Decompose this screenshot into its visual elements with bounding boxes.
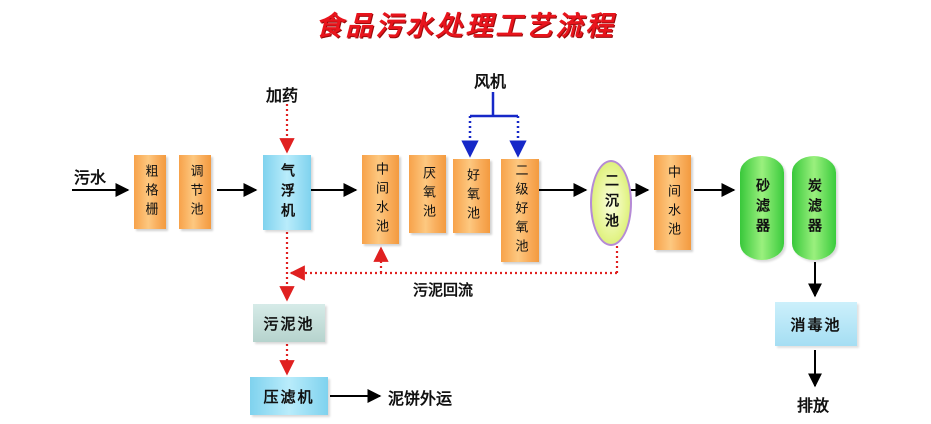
sludge-return-label: 污泥回流 — [413, 281, 474, 299]
anoxic-tank-label: 厌氧池 — [420, 165, 435, 223]
diagram-title: 食品污水处理工艺流程 — [315, 11, 616, 42]
carbon-filter: 炭滤器 — [792, 156, 836, 260]
carbon-filter-label: 炭滤器 — [806, 178, 822, 238]
intermediate-tank-2: 中间水池 — [654, 155, 691, 250]
aerobic-tank: 好氧池 — [453, 159, 490, 233]
intermediate-tank-2-label: 中间水池 — [665, 164, 680, 241]
secondary-clarifier-label: 二沉池 — [603, 173, 619, 233]
secondary-aerobic-tank: 二级好氧池 — [501, 159, 539, 262]
secondary-aerobic-tank-label: 二级好氧池 — [512, 163, 528, 258]
disinfection-tank-label: 消毒池 — [790, 315, 842, 334]
discharge-label: 排放 — [797, 396, 830, 415]
filter-press: 压滤机 — [250, 377, 328, 415]
intermediate-tank-1-label: 中间水池 — [373, 161, 388, 238]
equalization-tank-label: 调节池 — [187, 163, 203, 221]
wastewater-inlet-label: 污水 — [74, 168, 107, 187]
air-flotation-unit: 气浮机 — [263, 155, 311, 230]
sludge-tank-label: 污泥池 — [263, 314, 315, 333]
disinfection-tank: 消毒池 — [775, 302, 857, 346]
sand-filter-label: 砂滤器 — [754, 178, 770, 238]
equalization-tank: 调节池 — [179, 155, 211, 229]
anoxic-tank: 厌氧池 — [409, 155, 446, 233]
dosing-label: 加药 — [266, 86, 299, 105]
filter-press-label: 压滤机 — [263, 387, 315, 406]
secondary-clarifier: 二沉池 — [590, 160, 632, 246]
intermediate-tank-1: 中间水池 — [362, 155, 399, 244]
coarse-screen-label: 粗格栅 — [142, 163, 158, 221]
aerobic-tank-label: 好氧池 — [464, 167, 479, 225]
sludge-tank: 污泥池 — [253, 304, 325, 342]
coarse-screen: 粗格栅 — [134, 155, 166, 229]
sludge-cake-label: 泥饼外运 — [388, 389, 453, 408]
sand-filter: 砂滤器 — [740, 156, 784, 260]
blower-label: 风机 — [474, 72, 507, 91]
air-flotation-label: 气浮机 — [279, 162, 295, 223]
